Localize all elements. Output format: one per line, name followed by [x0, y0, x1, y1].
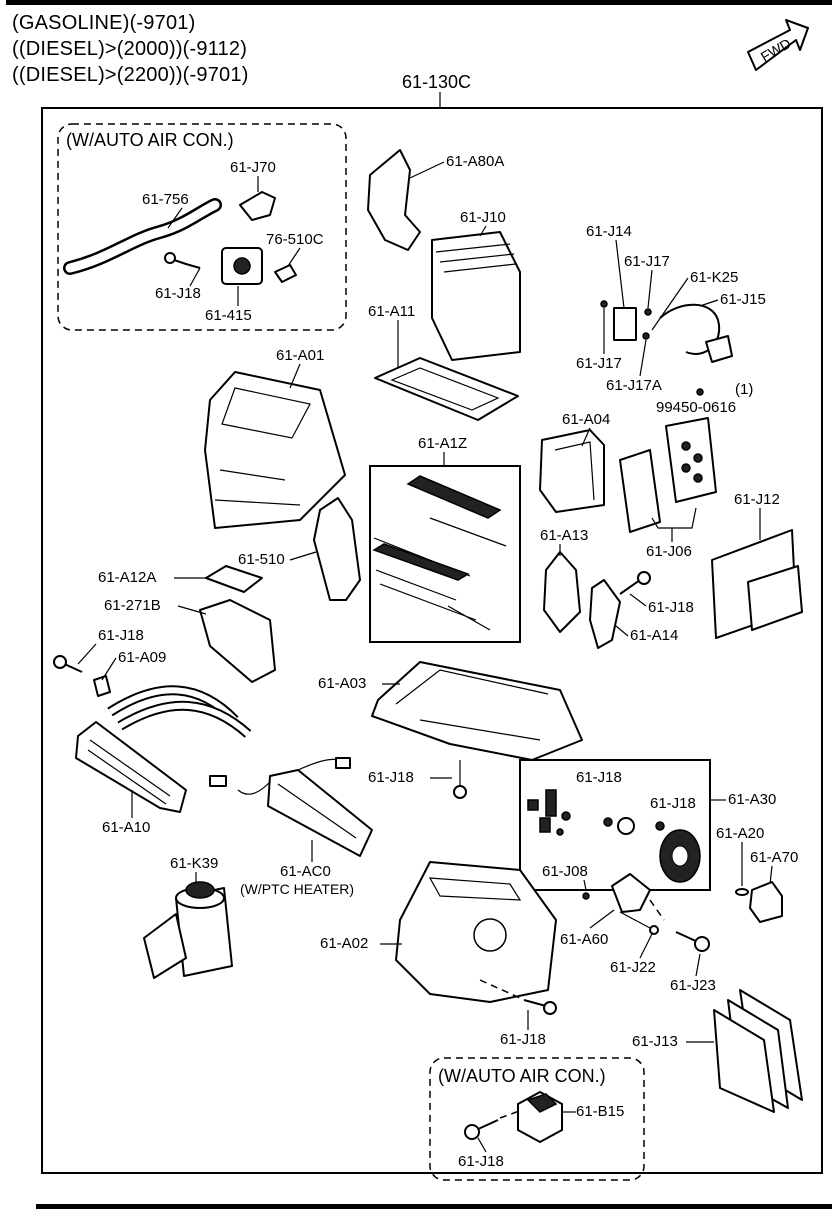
label-510c: 76-510C [266, 231, 324, 248]
label-a11: 61-A11 [368, 303, 415, 320]
duct-271b [199, 599, 276, 683]
clamp-a09 [93, 675, 111, 697]
screw-j23 [694, 936, 710, 952]
label-j08: 61-J08 [542, 863, 588, 880]
label-j18-f: 61-J18 [650, 795, 696, 812]
label-j22: 61-J22 [610, 959, 656, 976]
screw-j18-d [453, 785, 467, 799]
label-k25: 61-K25 [690, 269, 738, 286]
duct-a80a [367, 149, 421, 251]
header-line-3: ((DIESEL)>(2200))(-9701) [12, 64, 249, 86]
label-a04: 61-A04 [562, 411, 610, 428]
auto-air-group-bottom [429, 1057, 645, 1181]
label-qty: (1) [735, 381, 753, 398]
auto-air-group-top-label: (W/AUTO AIR CON.) [66, 130, 234, 150]
sensor-j70 [239, 191, 276, 221]
label-a03: 61-A03 [318, 675, 366, 692]
label-a01: 61-A01 [276, 347, 324, 364]
label-415: 61-415 [205, 307, 252, 324]
label-a30: 61-A30 [728, 791, 776, 808]
gasket-a12a [205, 565, 263, 593]
label-j70: 61-J70 [230, 159, 276, 176]
label-j18-d: 61-J18 [368, 769, 414, 786]
screw-j18-h [464, 1124, 480, 1140]
label-a20: 61-A20 [716, 825, 764, 842]
label-j23: 61-J23 [670, 977, 716, 994]
label-756: 61-756 [142, 191, 189, 208]
label-a14: 61-A14 [630, 627, 678, 644]
screw-j18-c [53, 655, 67, 669]
pipe-j15 [659, 303, 721, 355]
valve-j14 [613, 307, 637, 341]
label-j18-g: 61-J18 [500, 1031, 546, 1048]
blower-a04 [539, 429, 605, 513]
housing-a03 [371, 661, 583, 761]
label-a80a: 61-A80A [446, 153, 504, 170]
label-j13: 61-J13 [632, 1033, 678, 1050]
label-a1z: 61-A1Z [418, 435, 467, 452]
label-j17-a: 61-J17 [624, 253, 670, 270]
label-a10: 61-A10 [102, 819, 150, 836]
auto-air-group-top [57, 123, 347, 331]
header-line-2: ((DIESEL)>(2000))(-9112) [12, 38, 248, 60]
label-j18-c: 61-J18 [98, 627, 144, 644]
label-j12: 61-J12 [734, 491, 780, 508]
housing-a01 [204, 371, 346, 529]
label-k39: 61-K39 [170, 855, 218, 872]
assembly-label: 61-130C [402, 72, 471, 92]
label-a13: 61-A13 [540, 527, 588, 544]
a1z-box [369, 465, 521, 643]
auto-air-group-bottom-label: (W/AUTO AIR CON.) [438, 1066, 606, 1086]
filter-j06-a [619, 449, 661, 533]
label-ptc-heater: (W/PTC HEATER) [240, 881, 354, 897]
bracket-a14 [589, 579, 621, 649]
label-a02: 61-A02 [320, 935, 368, 952]
label-j06: 61-J06 [646, 543, 692, 560]
filter-j13-a [713, 1009, 775, 1113]
label-a70: 61-A70 [750, 849, 798, 866]
label-510: 61-510 [238, 551, 285, 568]
screw-j18-b [637, 571, 651, 585]
label-j18-a: 61-J18 [155, 285, 201, 302]
filter-j06-b [665, 417, 717, 503]
label-j15: 61-J15 [720, 291, 766, 308]
label-j10: 61-J10 [460, 209, 506, 226]
label-a09: 61-A09 [118, 649, 166, 666]
label-99450: 99450-0616 [656, 399, 736, 416]
label-j17-b: 61-J17 [576, 355, 622, 372]
screw-j18-g [543, 1001, 557, 1015]
assembly-frame [41, 107, 823, 1174]
label-b15: 61-B15 [576, 1103, 624, 1120]
sensor-a60 [611, 873, 651, 913]
actuator-a70 [749, 881, 783, 923]
housing-a02 [395, 861, 557, 1003]
label-271b: 61-271B [104, 597, 161, 614]
bracket-a13 [543, 551, 581, 633]
label-a60: 61-A60 [560, 931, 608, 948]
fwd-arrow-icon: FWD [747, 19, 809, 71]
clip-510c [274, 264, 297, 283]
duct-510 [313, 497, 361, 601]
label-j17a: 61-J17A [606, 377, 662, 394]
heater-core-a10 [75, 721, 187, 813]
label-a12a: 61-A12A [98, 569, 156, 586]
header-line-1: (GASOLINE)(-9701) [12, 12, 196, 34]
label-j18-h: 61-J18 [458, 1153, 504, 1170]
label-j18-e: 61-J18 [576, 769, 622, 786]
bottom-rule [36, 1204, 832, 1209]
label-j18-b: 61-J18 [648, 599, 694, 616]
top-rule [6, 0, 832, 5]
label-j14: 61-J14 [586, 223, 632, 240]
seal-frame-a11 [374, 357, 519, 421]
evaporator-j10 [431, 231, 521, 361]
label-ac0: 61-AC0 [280, 863, 331, 880]
